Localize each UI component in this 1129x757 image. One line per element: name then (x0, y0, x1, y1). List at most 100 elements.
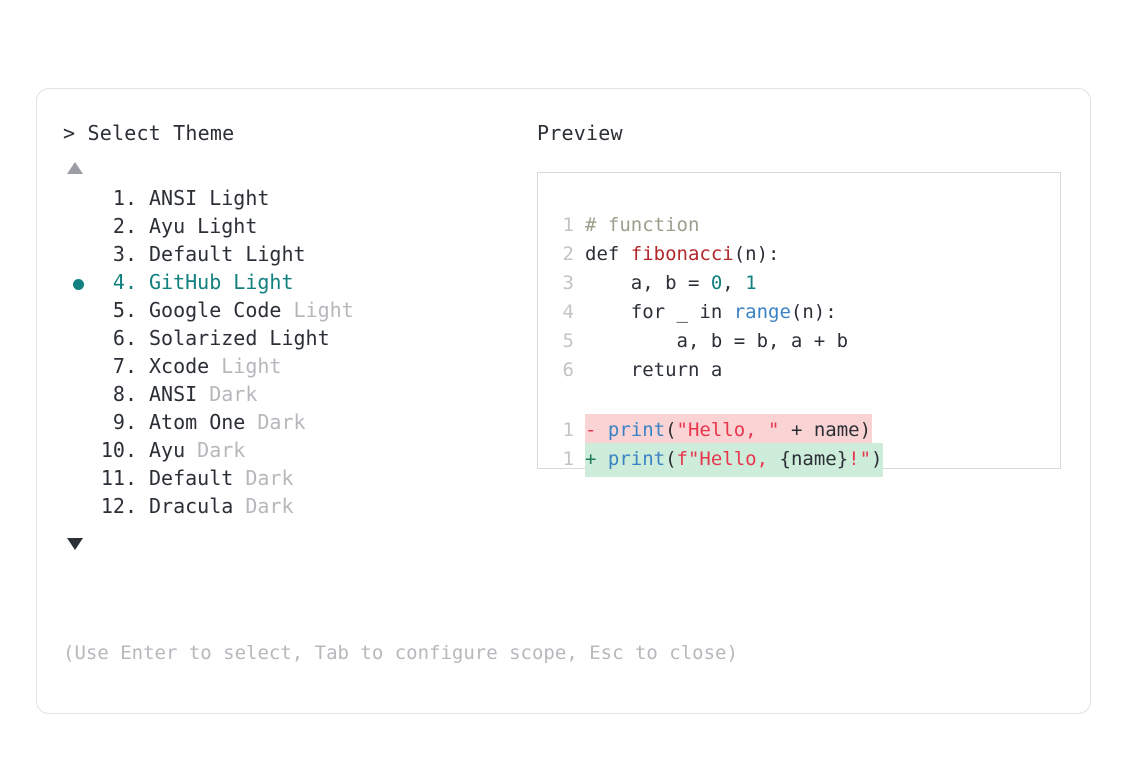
theme-item-index: 1. (112, 186, 137, 210)
theme-item-variant: Dark (245, 494, 294, 518)
theme-item-index: 2. (112, 214, 137, 238)
theme-list-item[interactable]: 9. Atom One Dark (63, 410, 523, 438)
diff-highlight: - print("Hello, " + name) (585, 414, 873, 448)
theme-item-name: Default (149, 242, 246, 266)
theme-list-item[interactable]: 2. Ayu Light (63, 214, 523, 242)
code-line: 4 for _ in range(n): (556, 298, 883, 327)
code-token: # function (585, 214, 700, 236)
code-token: def (585, 243, 631, 265)
theme-list-item[interactable]: 11.Default Dark (63, 466, 523, 494)
code-line-content: # function (585, 211, 699, 240)
close-dot[interactable] (28, 26, 47, 45)
line-number: 1 (562, 448, 574, 470)
theme-item-variant: Light (209, 186, 270, 210)
theme-item-index: 11. (100, 466, 137, 490)
theme-item-name: Google Code (149, 298, 294, 322)
theme-list-item[interactable]: 4. GitHub Light (63, 270, 523, 298)
line-number: 5 (562, 330, 574, 352)
diff-highlight: + print(f"Hello, {name}!") (585, 443, 884, 477)
theme-item-name: Ayu (149, 214, 198, 238)
code-line-content: a, b = 0, 1 (585, 269, 757, 298)
line-number: 1 (562, 214, 574, 236)
code-token: , (722, 272, 746, 294)
theme-item-variant: Light (245, 242, 306, 266)
theme-item-name: ANSI (149, 382, 210, 406)
code-blank-line (556, 385, 883, 414)
theme-item-index: 6. (112, 326, 137, 350)
code-token: ( (665, 419, 677, 441)
code-token: print (607, 419, 666, 441)
diff-line-del: 1- print("Hello, " + name) (556, 414, 883, 448)
theme-item-index: 8. (112, 382, 137, 406)
code-token: return a (585, 359, 723, 381)
selection-bullet-cell (63, 278, 93, 290)
page-title: > Select Theme (63, 121, 235, 145)
theme-item-name: Atom One (149, 410, 258, 434)
theme-item-variant: Light (197, 214, 258, 238)
code-line-content: for _ in range(n): (585, 298, 837, 327)
theme-item-variant: Dark (209, 382, 258, 406)
preview-label: Preview (537, 121, 623, 145)
line-number: 4 (562, 301, 574, 323)
theme-item-variant: Light (233, 270, 294, 294)
code-line: 5 a, b = b, a + b (556, 327, 883, 356)
code-line-content: def fibonacci(n): (585, 240, 779, 269)
diff-marker: + (585, 448, 608, 470)
theme-item-name: Xcode (149, 354, 222, 378)
code-token: + name) (779, 419, 872, 441)
theme-item-name: Solarized (149, 326, 270, 350)
line-number: 6 (562, 359, 574, 381)
code-line-content: return a (585, 356, 723, 385)
theme-item-name: Default (149, 466, 246, 490)
theme-item-name: Ayu (149, 438, 198, 462)
preview-pane: Preview (537, 120, 1067, 146)
line-number: 2 (562, 243, 574, 265)
theme-item-name: Dracula (149, 494, 246, 518)
theme-item-index: 7. (112, 354, 137, 378)
code-token: (n): (790, 301, 837, 323)
theme-list-item[interactable]: 6.Solarized Light (63, 326, 523, 354)
code-line: 1 # function (556, 211, 883, 240)
theme-item-index: 12. (100, 494, 137, 518)
scroll-down-icon[interactable] (67, 538, 83, 550)
scroll-up-icon[interactable] (67, 162, 83, 174)
code-preview: 1 # function 2 def fibonacci(n):3 a, b = 0,… (556, 211, 884, 477)
code-token: 0 (710, 272, 723, 294)
maximize-dot[interactable] (102, 26, 121, 45)
code-token: "Hello, " (676, 419, 780, 441)
code-token: (n): (733, 243, 780, 265)
theme-item-index: 3. (112, 242, 137, 266)
theme-list-item[interactable]: 5.Google Code Light (63, 298, 523, 326)
code-line: 3 a, b = 0, 1 (556, 269, 883, 298)
minimize-dot[interactable] (65, 26, 84, 45)
theme-item-variant: Dark (257, 410, 306, 434)
theme-item-index: 4. (112, 270, 137, 294)
theme-item-variant: Light (221, 354, 282, 378)
code-line: 6 return a (556, 356, 883, 385)
theme-item-variant: Light (293, 298, 354, 322)
theme-list-item[interactable]: 12. Dracula Dark (63, 494, 523, 522)
selection-bullet-icon (72, 278, 84, 290)
diff-line-add: 1 + print(f"Hello, {name}!") (556, 443, 884, 477)
theme-list-item[interactable]: 1. ANSI Light (63, 186, 523, 214)
theme-list-item[interactable]: 7. Xcode Light (63, 354, 523, 382)
code-line: 2 def fibonacci(n): (556, 240, 883, 269)
code-token: a, b = (585, 272, 711, 294)
window-titlebar (28, 26, 121, 45)
theme-item-name: GitHub (149, 270, 234, 294)
theme-list-item[interactable]: 10.Ayu Dark (63, 438, 523, 466)
code-token: 1 (745, 272, 757, 294)
code-token: f"Hello, (676, 448, 780, 470)
theme-list-item[interactable]: 3. Default Light (63, 242, 523, 270)
theme-list-item[interactable]: 8. ANSI Dark (63, 382, 523, 410)
line-number: 1 (562, 419, 574, 441)
theme-item-index: 9. (112, 410, 137, 434)
preview-box: 1 # function 2 def fibonacci(n):3 a, b = 0,… (537, 172, 1061, 477)
code-token: a, b = b, a + b (585, 330, 849, 352)
code-token: ) (871, 448, 883, 470)
diff-marker: - (585, 419, 608, 441)
theme-item-name: ANSI (149, 186, 210, 210)
